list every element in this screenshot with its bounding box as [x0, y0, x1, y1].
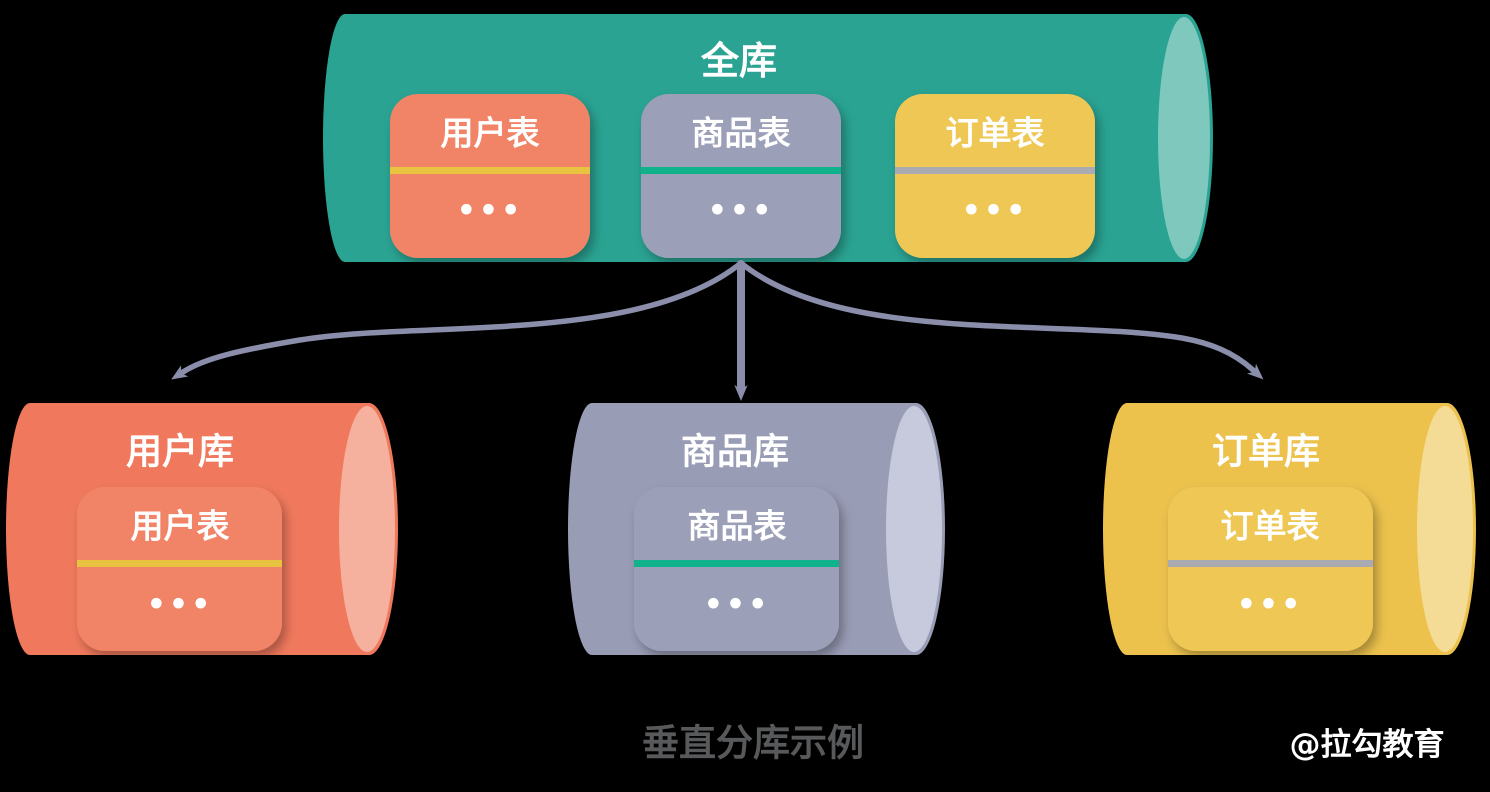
table-card-bg: [634, 487, 839, 651]
table-card-bg: [1168, 487, 1373, 651]
table-card-bg: [77, 487, 282, 651]
table-card-divider: [390, 167, 590, 174]
table-card-divider: [77, 560, 282, 567]
product-db-label: 商品库: [681, 432, 789, 473]
table-card-label: 用户表: [441, 114, 540, 153]
table-card-divider: [634, 560, 839, 567]
table-card-rows-ellipsis: •••: [457, 194, 524, 229]
arrow-to-order-db: [738, 260, 1264, 380]
table-card-rows-ellipsis: •••: [962, 194, 1029, 229]
user-db-label: 用户库: [126, 432, 234, 473]
table-card-bg: [895, 94, 1095, 258]
order-db-table-card: 订单表 •••: [1168, 487, 1373, 651]
table-card-rows-ellipsis: •••: [704, 588, 771, 623]
order-db-cylinder: 订单库 订单表 •••: [1103, 403, 1476, 655]
full-db-table-card-users: 用户表 •••: [390, 94, 590, 258]
user-db-cylinder-cap: [339, 406, 395, 652]
user-db-table-card: 用户表 •••: [77, 487, 282, 651]
full-db-cylinder-cap: [1158, 17, 1210, 259]
table-card-label: 商品表: [688, 507, 787, 546]
table-card-divider: [895, 167, 1095, 174]
arrow-to-user-db: [171, 260, 744, 380]
table-card-label: 用户表: [131, 507, 230, 546]
table-card-rows-ellipsis: •••: [147, 588, 214, 623]
table-card-label: 商品表: [692, 114, 791, 153]
diagram-caption: 垂直分库示例: [642, 722, 864, 765]
product-db-cylinder: 商品库 商品表 •••: [568, 403, 945, 655]
table-card-rows-ellipsis: •••: [1237, 588, 1304, 623]
table-card-divider: [641, 167, 841, 174]
table-card-bg: [390, 94, 590, 258]
user-db-cylinder: 用户库 用户表 •••: [6, 403, 398, 655]
order-db-label: 订单库: [1212, 432, 1320, 473]
table-card-label: 订单表: [1221, 507, 1320, 546]
split-arrows: [171, 260, 1264, 401]
full-db-cylinder: 全库 用户表 ••• 商品表 ••• 订单表 •••: [323, 14, 1213, 262]
table-card-bg: [641, 94, 841, 258]
table-card-label: 订单表: [946, 114, 1045, 153]
full-db-table-card-orders: 订单表 •••: [895, 94, 1095, 258]
full-db-label: 全库: [700, 39, 777, 83]
product-db-table-card: 商品表 •••: [634, 487, 839, 651]
full-db-table-card-products: 商品表 •••: [641, 94, 841, 258]
table-card-rows-ellipsis: •••: [708, 194, 775, 229]
product-db-cylinder-cap: [886, 406, 942, 652]
table-card-divider: [1168, 560, 1373, 567]
order-db-cylinder-cap: [1417, 406, 1473, 652]
watermark-text: @拉勾教育: [1290, 727, 1445, 763]
